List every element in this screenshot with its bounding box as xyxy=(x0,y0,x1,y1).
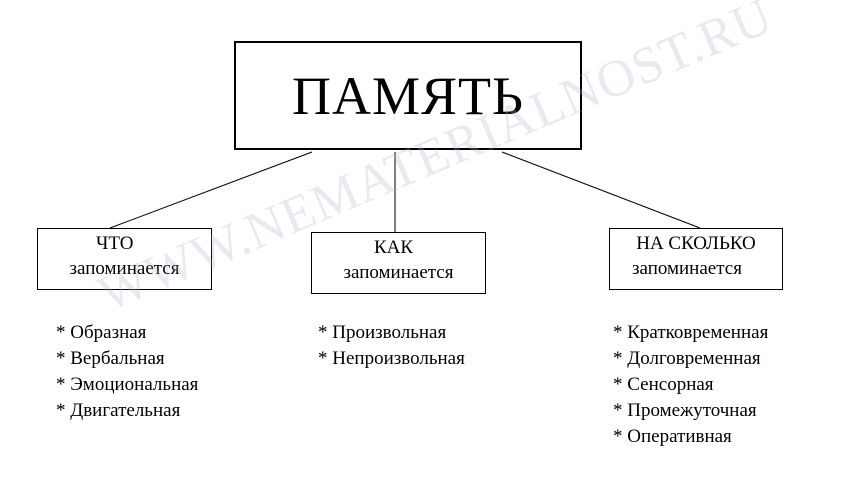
branch-box-howlong: НА СКОЛЬКО запоминается xyxy=(609,228,783,290)
list-item: Образная xyxy=(56,320,198,346)
list-item: Эмоциональная xyxy=(56,372,198,398)
branch-what-line1: ЧТО xyxy=(96,233,134,254)
list-what: Образная Вербальная Эмоциональная Двигат… xyxy=(56,320,198,424)
list-howlong: Кратковременная Долговременная Сенсорная… xyxy=(613,320,768,450)
list-how: Произвольная Непроизвольная xyxy=(318,320,465,372)
list-item: Промежуточная xyxy=(613,398,768,424)
root-title: ПАМЯТЬ xyxy=(291,65,525,126)
list-item: Двигательная xyxy=(56,398,198,424)
root-box: ПАМЯТЬ xyxy=(234,41,582,150)
branch-what-line2: запоминается xyxy=(69,257,180,279)
connector-howlong xyxy=(501,151,701,229)
list-item: Кратковременная xyxy=(613,320,768,346)
branch-how-line2: запоминается xyxy=(343,261,454,283)
branch-box-what: ЧТО запоминается xyxy=(37,228,212,290)
branch-how-line1: КАК xyxy=(374,237,414,258)
list-item: Непроизвольная xyxy=(318,346,465,372)
list-item: Сенсорная xyxy=(613,372,768,398)
connector-what xyxy=(109,151,313,229)
list-item: Оперативная xyxy=(613,424,768,450)
list-item: Вербальная xyxy=(56,346,198,372)
list-item: Произвольная xyxy=(318,320,465,346)
branch-box-how: КАК запоминается xyxy=(311,232,486,294)
branch-howlong-line2: запоминается xyxy=(632,257,742,279)
list-item: Долговременная xyxy=(613,346,768,372)
branch-howlong-line1: НА СКОЛЬКО xyxy=(636,233,756,254)
